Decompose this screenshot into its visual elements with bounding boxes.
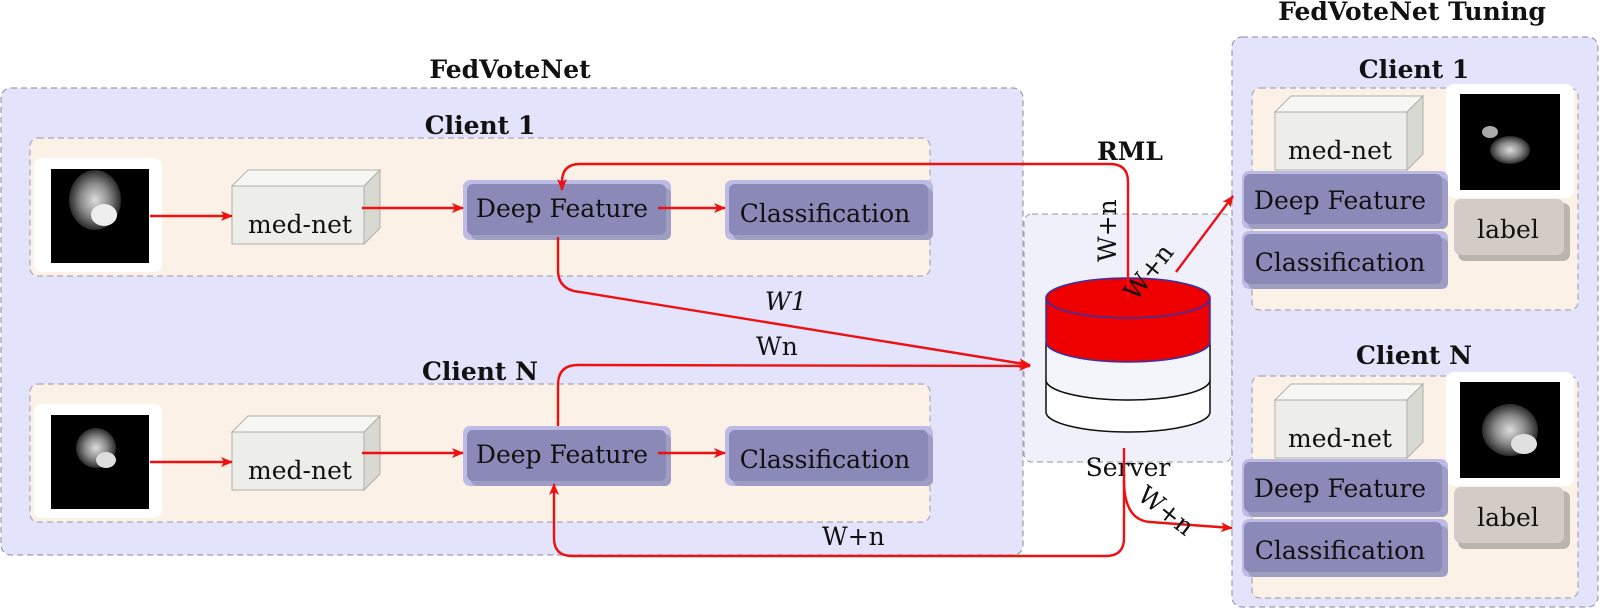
arrow-w1-to-server <box>556 237 1031 369</box>
flow-arrows <box>150 162 1234 558</box>
med-net-label: med-net <box>248 456 352 485</box>
mri-scan-icon <box>1446 372 1574 486</box>
tuning-title: FedVoteNet Tuning <box>1278 0 1546 26</box>
tuning-client-1-title: Client 1 <box>1359 55 1470 84</box>
mri-scan-icon <box>1446 84 1574 198</box>
deep-feature-label: Deep Feature <box>476 440 648 469</box>
deep-feature-block <box>463 180 671 240</box>
client-n-title: Client N <box>422 357 538 386</box>
tuning-client-n-title: Client N <box>1356 341 1472 370</box>
classification-block <box>1242 231 1448 289</box>
med-net-label: med-net <box>1288 424 1392 453</box>
mri-scan-icon <box>34 404 162 518</box>
classification-label: Classification <box>740 445 910 474</box>
med-net-label: med-net <box>1288 136 1392 165</box>
classification-label: Classification <box>1255 248 1425 277</box>
classification-label: Classification <box>740 199 910 228</box>
classification-block <box>1242 519 1448 577</box>
classification-label: Classification <box>1255 536 1425 565</box>
arrow-server-to-tuning-client1 <box>1175 195 1234 273</box>
server-heading: RML <box>1097 137 1163 166</box>
database-icon <box>1045 277 1211 433</box>
med-net-label: med-net <box>248 210 352 239</box>
edge-label-w1: W1 <box>765 287 807 316</box>
classification-block <box>725 426 933 486</box>
edge-label-wplus-up: W+n <box>1093 199 1122 262</box>
arrow-wplus-to-clientn <box>549 448 1126 558</box>
deep-feature-block <box>1242 459 1448 517</box>
label-text: label <box>1477 215 1539 244</box>
label-text: label <box>1477 503 1539 532</box>
deep-feature-label: Deep Feature <box>1254 474 1426 503</box>
classification-block <box>725 180 933 240</box>
deep-feature-label: Deep Feature <box>476 194 648 223</box>
mri-scan-icon <box>34 158 162 272</box>
deep-feature-block <box>1242 171 1448 229</box>
arrow-server-to-tuning-clientn <box>1122 479 1233 533</box>
server-caption: Server <box>1086 453 1171 482</box>
fedvotenet-title: FedVoteNet <box>429 55 591 84</box>
edge-label-wplus-bottom: W+n <box>822 522 885 551</box>
label-box <box>1454 199 1570 261</box>
label-box <box>1454 487 1570 549</box>
arrow-wn-to-server <box>556 360 1031 426</box>
arrow-wplus-to-client1 <box>557 162 1130 298</box>
deep-feature-block <box>463 426 671 486</box>
edge-label-wn: Wn <box>756 332 798 361</box>
deep-feature-label: Deep Feature <box>1254 186 1426 215</box>
edge-label-wplus-down: W+n <box>1132 480 1199 541</box>
client-1-title: Client 1 <box>425 111 536 140</box>
